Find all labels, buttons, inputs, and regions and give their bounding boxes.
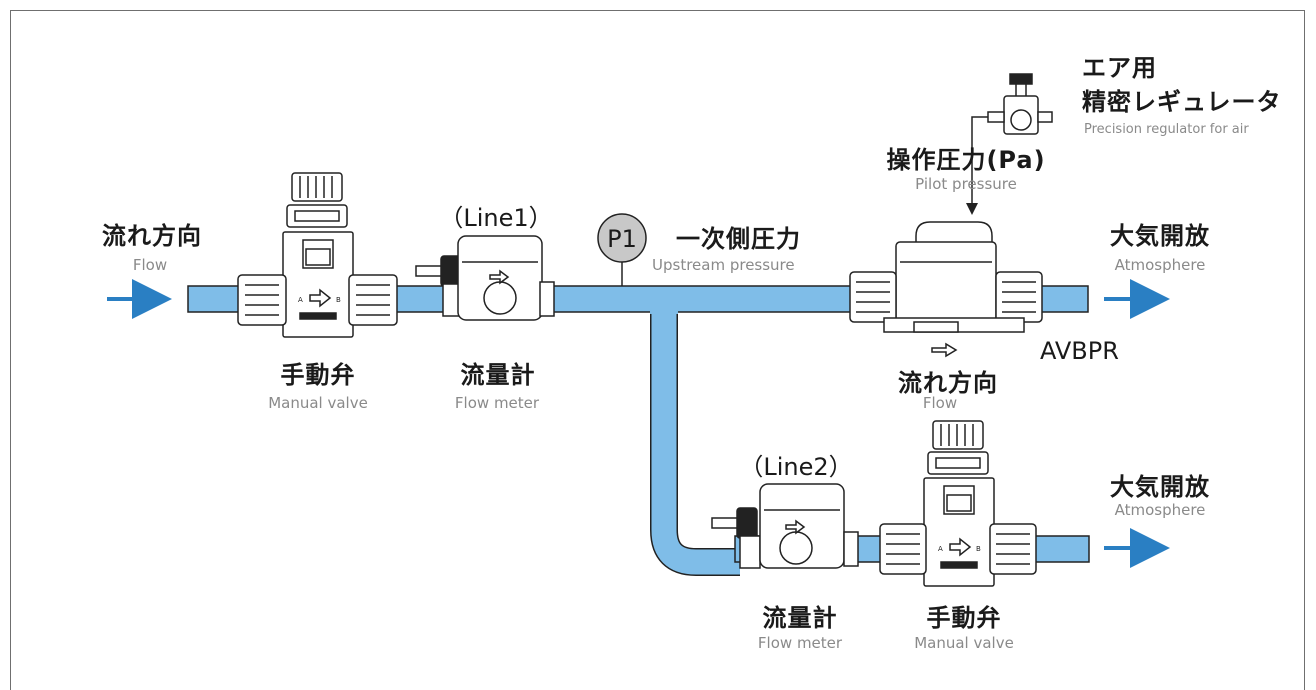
regulator-label-en: Precision regulator for air [1084, 122, 1249, 137]
line2-label: （Line2） [739, 453, 853, 481]
upstream-label-jp: 一次側圧力 [676, 225, 801, 253]
inlet-flow-label-jp: 流れ方向 [102, 222, 202, 250]
valve1-port-b: B [336, 296, 341, 304]
manual-valve1-label-en: Manual valve [268, 394, 368, 412]
avbpr-flow-label-en: Flow [922, 394, 958, 412]
valve2-port-b: B [976, 545, 981, 553]
inlet-flow-label-en: Flow [132, 256, 168, 274]
upstream-label-en: Upstream pressure [652, 256, 795, 274]
flow-meter1-label-jp: 流量計 [460, 361, 536, 389]
flow-meter2-label-jp: 流量計 [762, 604, 838, 632]
avbpr-flow-label-jp: 流れ方向 [898, 369, 998, 397]
outlet2-label-jp: 大気開放 [1110, 473, 1210, 501]
pilot-pressure-label-en: Pilot pressure [915, 175, 1017, 193]
regulator-label-jp-1: エア用 [1082, 54, 1157, 82]
manual-valve2-label-jp: 手動弁 [926, 604, 1002, 632]
branch-pipe [650, 300, 740, 576]
manual-valve-2 [879, 420, 1037, 587]
precision-regulator [971, 73, 1053, 196]
line1-label: （Line1） [439, 204, 553, 232]
diagram-frame [10, 10, 1305, 690]
gauge-p1-label: P1 [607, 225, 637, 253]
flow-meter-2 [711, 483, 859, 569]
flow-meter1-label-en: Flow meter [454, 394, 540, 412]
manual-valve2-label-en: Manual valve [914, 634, 1014, 652]
pressure-gauge-p1 [597, 213, 647, 286]
regulator-label-jp-2: 精密レギュレータ [1082, 88, 1282, 116]
flow-meter-1 [415, 235, 555, 321]
outlet1-label-jp: 大気開放 [1110, 222, 1210, 250]
valve2-port-a: A [938, 545, 943, 553]
manual-valve-1 [237, 172, 398, 338]
valve1-port-a: A [298, 296, 303, 304]
avbpr-valve [849, 221, 1043, 358]
pilot-pressure-label-jp: 操作圧力(Pa) [886, 146, 1046, 174]
outlet2-label-en: Atmosphere [1114, 501, 1206, 519]
avbpr-label: AVBPR [1040, 337, 1119, 365]
manual-valve1-label-jp: 手動弁 [280, 361, 356, 389]
flow-meter2-label-en: Flow meter [757, 634, 843, 652]
outlet1-label-en: Atmosphere [1114, 256, 1206, 274]
